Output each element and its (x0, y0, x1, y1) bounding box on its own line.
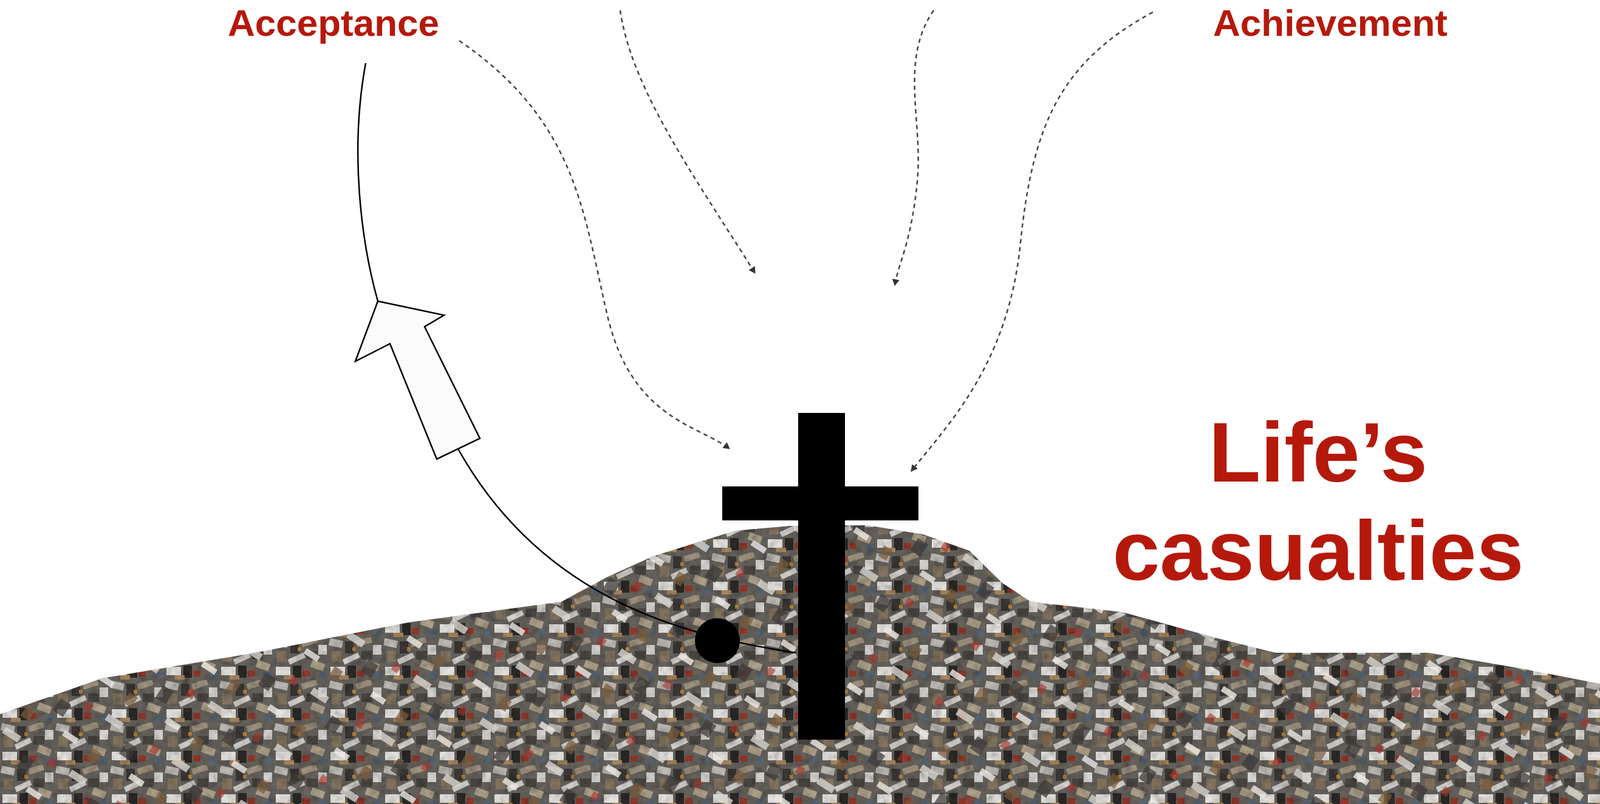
heading-label: Acceptance (227, 1, 440, 45)
title-label: Life’s casualties (1087, 403, 1549, 601)
dashed-arrows (459, 10, 1153, 472)
dashed-arrow (911, 12, 1153, 472)
block-arrow (355, 301, 480, 460)
dashed-arrow (620, 10, 756, 274)
rising-curve (357, 63, 378, 302)
cross (722, 413, 919, 740)
dashed-arrow (894, 10, 934, 286)
dot (694, 618, 740, 664)
heading-label: Achievement (1213, 1, 1448, 45)
rising-curve (458, 448, 796, 653)
dashed-arrow (459, 40, 730, 449)
